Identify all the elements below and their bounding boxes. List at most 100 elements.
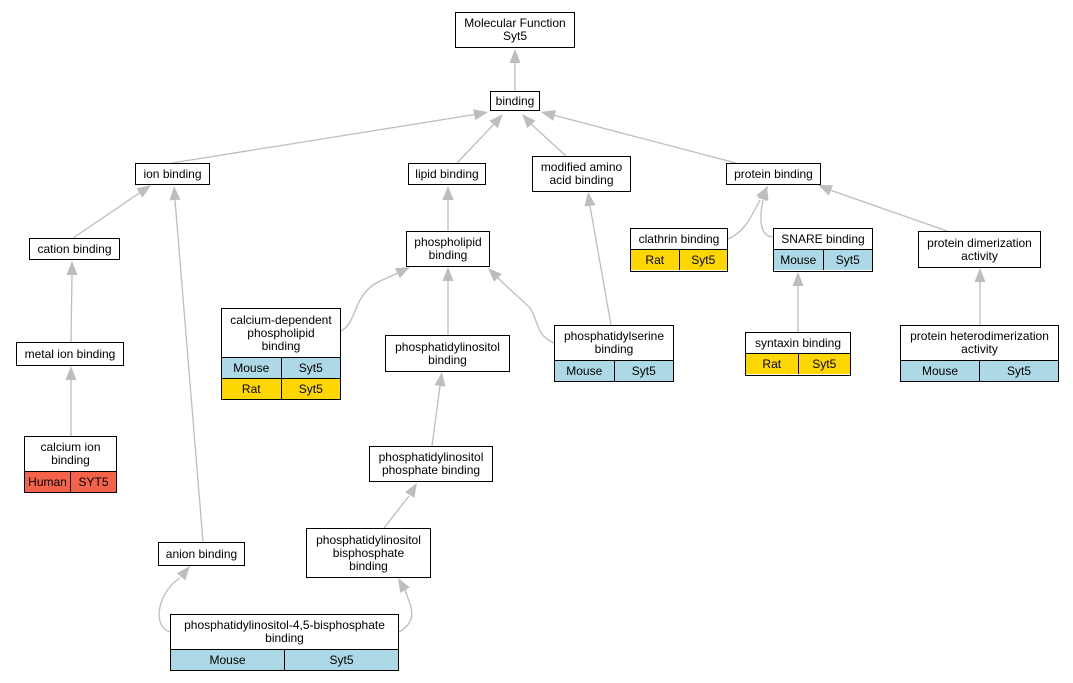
edge-arrowhead-0 bbox=[509, 49, 521, 63]
edge-12 bbox=[589, 205, 612, 326]
edge-11 bbox=[496, 276, 555, 344]
edge-17 bbox=[398, 589, 413, 633]
edge-arrowhead-9 bbox=[395, 267, 410, 279]
go-term-label: SNARE binding bbox=[781, 231, 865, 246]
gene-symbol: Syt5 bbox=[797, 353, 850, 374]
go-term-phosphatidylinositol-binding[interactable]: phosphatidylinositol binding bbox=[385, 335, 510, 372]
go-term-label: protein binding bbox=[734, 166, 813, 181]
species-name: Mouse bbox=[171, 649, 285, 670]
edge-arrowhead-17 bbox=[398, 578, 410, 593]
go-term-label: cation binding bbox=[37, 241, 112, 256]
go-term-modified-amino[interactable]: modified amino acid binding bbox=[532, 156, 631, 192]
go-term-label: lipid binding bbox=[415, 166, 479, 181]
go-term-protein-binding[interactable]: protein binding bbox=[726, 163, 821, 185]
species-name: Mouse bbox=[555, 360, 614, 381]
go-term-pi-phosphate-binding[interactable]: phosphatidylinositol phosphate binding bbox=[369, 446, 493, 482]
edge-arrowhead-1 bbox=[473, 109, 488, 121]
go-term-label: phospholipid binding bbox=[414, 235, 482, 262]
go-term-mf[interactable]: Molecular Function Syt5 bbox=[455, 12, 575, 48]
gene-symbol: Syt5 bbox=[280, 378, 340, 399]
go-term-label: clathrin binding bbox=[638, 231, 720, 246]
species-name: Rat bbox=[631, 249, 679, 270]
edge-arrowhead-8 bbox=[442, 186, 454, 200]
edge-arrowhead-4 bbox=[541, 110, 556, 121]
edge-arrowhead-15 bbox=[169, 186, 181, 201]
edge-arrowhead-22 bbox=[974, 268, 986, 282]
go-term-label: calcium ion binding bbox=[40, 440, 101, 467]
edge-15 bbox=[174, 199, 204, 543]
go-term-cation-binding[interactable]: cation binding bbox=[29, 238, 120, 260]
edge-arrowhead-16 bbox=[176, 566, 190, 581]
go-term-lipid-binding[interactable]: lipid binding bbox=[408, 163, 486, 185]
edge-arrowhead-14 bbox=[404, 483, 417, 498]
go-term-phospholipid-binding[interactable]: phospholipid binding bbox=[406, 231, 490, 267]
edge-19 bbox=[760, 199, 774, 238]
edge-arrowhead-2 bbox=[489, 114, 503, 129]
edge-arrowhead-11 bbox=[488, 268, 502, 282]
edge-arrowhead-13 bbox=[434, 372, 446, 387]
go-term-label: phosphatidylserine binding bbox=[563, 329, 665, 356]
edge-arrowhead-20 bbox=[818, 185, 834, 196]
edge-16 bbox=[158, 577, 181, 633]
go-term-pip2-binding[interactable]: phosphatidylinositol-4,5-bisphosphate bi… bbox=[170, 614, 399, 671]
go-term-label: protein dimerization activity bbox=[927, 235, 1032, 263]
go-term-label: calcium-dependent phospholipid binding bbox=[230, 312, 332, 353]
edge-20 bbox=[829, 189, 948, 232]
gene-symbol: Syt5 bbox=[822, 249, 872, 270]
go-term-protein-dimerization[interactable]: protein dimerization activity bbox=[918, 231, 1041, 268]
edge-arrowhead-5 bbox=[136, 185, 151, 198]
species-name: Mouse bbox=[774, 249, 823, 270]
go-term-ion-binding[interactable]: ion binding bbox=[135, 163, 210, 185]
species-name: Human bbox=[25, 471, 71, 492]
edge-arrowhead-19 bbox=[757, 186, 769, 201]
edge-arrowhead-21 bbox=[792, 272, 804, 286]
edge-arrowhead-3 bbox=[522, 114, 536, 129]
species-name: Rat bbox=[222, 378, 281, 399]
edge-13 bbox=[431, 385, 441, 447]
go-term-binding[interactable]: binding bbox=[490, 91, 540, 111]
edge-18 bbox=[727, 199, 761, 240]
edge-1 bbox=[171, 113, 479, 164]
edge-arrowhead-12 bbox=[584, 192, 596, 207]
edge-arrowhead-6 bbox=[66, 261, 78, 275]
gene-symbol: SYT5 bbox=[70, 471, 116, 492]
go-term-label: phosphatidylinositol phosphate binding bbox=[378, 450, 484, 477]
go-term-anion-binding[interactable]: anion binding bbox=[158, 542, 245, 566]
go-term-metal-ion-binding[interactable]: metal ion binding bbox=[16, 342, 124, 366]
gene-symbol: Syt5 bbox=[678, 249, 727, 270]
go-term-label: modified amino acid binding bbox=[540, 160, 623, 187]
gene-symbol: Syt5 bbox=[613, 360, 673, 381]
go-term-label: metal ion binding bbox=[24, 346, 116, 361]
go-term-label: phosphatidylinositol-4,5-bisphosphate bi… bbox=[184, 618, 385, 645]
go-term-label: anion binding bbox=[165, 546, 238, 561]
edge-4 bbox=[552, 114, 737, 164]
edge-arrowhead-10 bbox=[442, 267, 454, 281]
edge-14 bbox=[383, 495, 410, 529]
go-term-pi-bisphosphate-binding[interactable]: phosphatidylinositol bisphosphate bindin… bbox=[306, 528, 431, 578]
edge-9 bbox=[340, 271, 401, 332]
go-term-label: binding bbox=[495, 93, 535, 108]
go-term-label: phosphatidylinositol binding bbox=[395, 339, 500, 367]
go-term-label: phosphatidylinositol bisphosphate bindin… bbox=[316, 532, 421, 573]
